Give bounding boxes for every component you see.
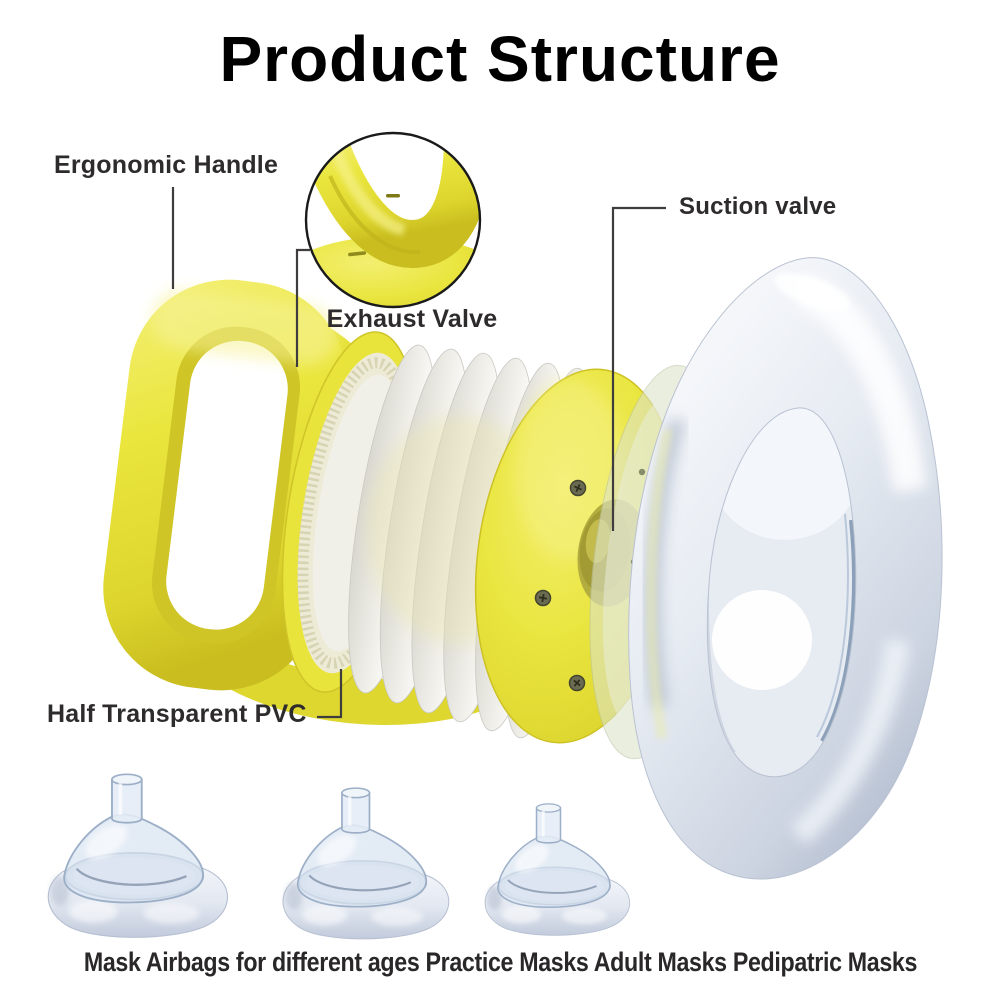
mask-airbag-small (485, 804, 630, 935)
label-exhaust-valve: Exhaust Valve (326, 305, 498, 333)
page-title: Product Structure (219, 23, 781, 95)
label-suction-valve: Suction valve (679, 193, 837, 220)
leader-lines (171, 187, 666, 719)
caption-text: Mask Airbags for different ages Practice… (83, 947, 917, 977)
caption-mask-sizes: Mask Airbags for different ages Practice… (0, 947, 1000, 978)
label-half-transparent-pvc: Half Transparent PVC (47, 700, 307, 728)
leader-suction-valve (611, 206, 666, 531)
screw-icon (568, 674, 586, 692)
label-ergonomic-handle: Ergonomic Handle (54, 151, 279, 179)
leader-exhaust-valve (295, 248, 310, 367)
mask-airbag-large (48, 774, 227, 937)
screw-icon (569, 479, 587, 497)
exhaust-valve-inset (304, 131, 482, 309)
leader-half-transparent-pvc (317, 669, 343, 719)
face-mask-part (628, 257, 943, 880)
mask-airbag-medium (283, 788, 449, 939)
screw-icon (534, 589, 552, 607)
